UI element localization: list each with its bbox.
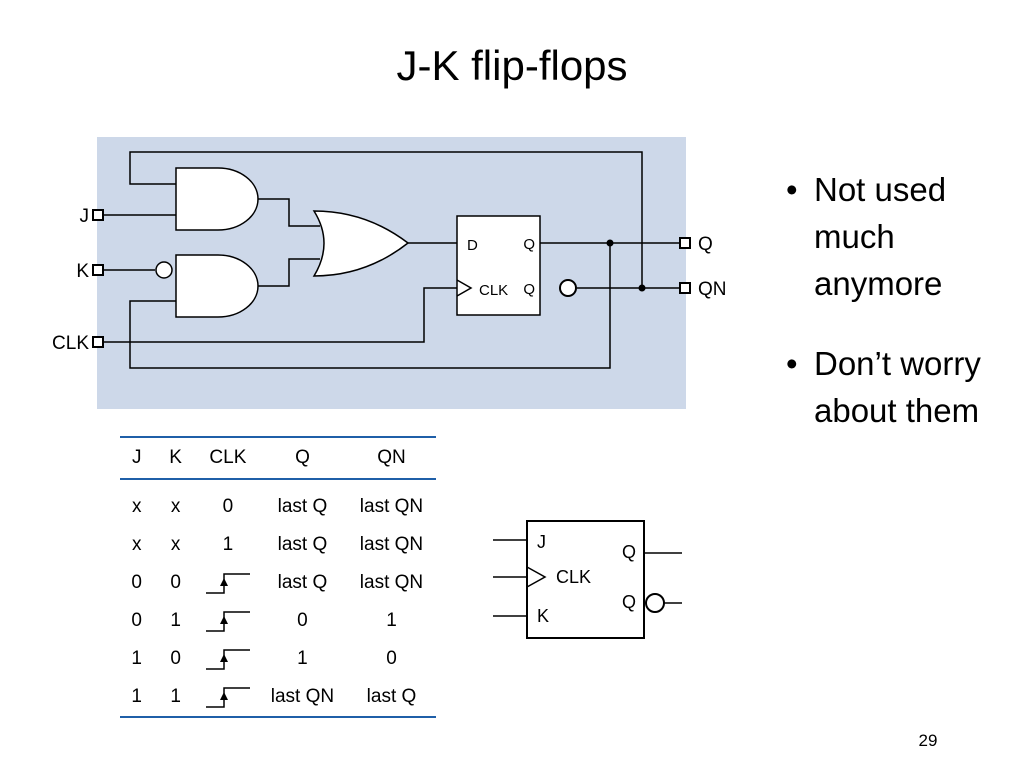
rising-edge-icon [198,564,258,602]
truth-table-header: J K CLK Q QN [120,436,436,480]
cell-j: 1 [131,648,142,669]
qn-output-label: QN [698,279,727,300]
cell-qn: 0 [386,648,397,669]
table-row: 0 0 last Q last QN [120,564,436,602]
header-qn: QN [346,436,436,480]
cell-q: last QN [257,678,347,718]
header-clk: CLK [197,436,258,480]
bullet-text: Don’t worry about them [814,345,981,429]
cell-qn: last QN [359,572,424,593]
cell-j: 0 [131,572,142,593]
bullet-marker: • [786,171,798,208]
bullet-text: Not used much anymore [814,171,947,302]
d-flip-flop-box [456,215,541,316]
bullet-item: • Don’t worry about them [786,340,1006,434]
q-output-pin [679,237,691,249]
jk-symbol-qn-bubble [645,593,665,613]
clk-input-label: CLK [52,333,89,354]
cell-j: 0 [131,610,142,631]
dff-qn-label: Q [523,281,535,298]
cell-j: x [131,534,142,555]
header-q: Q [257,436,347,480]
qn-output-pin [679,282,691,294]
dff-qn-bubble [559,279,577,297]
cell-j: x [131,496,142,517]
jk-symbol-box [526,520,645,639]
cell-k: 1 [153,678,198,718]
jk-symbol-k-label: K [537,606,549,626]
qn-junction [638,284,646,292]
schematic-wires [104,151,680,369]
k-inverter-bubble [155,261,173,279]
cell-qn: 1 [386,610,397,631]
table-row: x x 1 last Q last QN [120,526,436,564]
cell-q: 1 [297,648,308,669]
rising-edge-icon [198,640,258,678]
cell-j: 1 [120,678,154,718]
jk-symbol: J CLK K Q Q [493,520,682,639]
table-row: 0 1 0 1 [120,602,436,640]
and-gate-bottom [175,254,259,318]
or-gate [312,210,410,277]
clk-input-pin [92,336,104,348]
cell-k: 1 [170,610,181,631]
jk-symbol-clk-label: CLK [556,567,591,587]
q-junction [606,239,614,247]
bullet-list: • Not used much anymore • Don’t worry ab… [786,166,1006,467]
cell-qn: last QN [359,534,424,555]
header-j: J [120,436,154,480]
j-input-pin [92,209,104,221]
cell-k: 0 [170,648,181,669]
bullet-item: • Not used much anymore [786,166,1006,307]
j-input-label: J [80,206,90,227]
and-gate-top [175,167,259,231]
cell-k: x [170,496,181,517]
table-row: 1 0 1 0 [120,640,436,678]
wire-junctions [606,239,646,292]
cell-k: x [170,534,181,555]
cell-qn: last Q [346,678,436,718]
q-output-label: Q [698,234,713,255]
dff-clock-triangle [456,279,473,297]
dff-q-label: Q [523,236,535,253]
cell-q: 0 [297,610,308,631]
k-input-label: K [76,261,89,282]
rising-edge-icon [198,602,258,640]
cell-k: 0 [170,572,181,593]
k-input-pin [92,264,104,276]
cell-qn: last QN [359,496,424,517]
jk-symbol-q-label: Q [622,542,636,562]
header-k: K [153,436,198,480]
page-number: 29 [918,731,938,750]
jk-symbol-qn-label: Q [622,592,636,612]
table-row: x x 0 last Q last QN [120,479,436,526]
cell-q: last Q [277,572,328,593]
cell-clk: 0 [222,496,234,517]
slide-title: J-K flip-flops [396,42,628,89]
cell-q: last Q [277,534,328,555]
dff-d-label: D [467,237,478,254]
jk-symbol-j-label: J [537,532,546,552]
rising-edge-icon [197,678,258,718]
cell-clk: 1 [222,534,234,555]
dff-clk-label: CLK [479,282,508,299]
cell-q: last Q [277,496,328,517]
bullet-marker: • [786,345,798,382]
